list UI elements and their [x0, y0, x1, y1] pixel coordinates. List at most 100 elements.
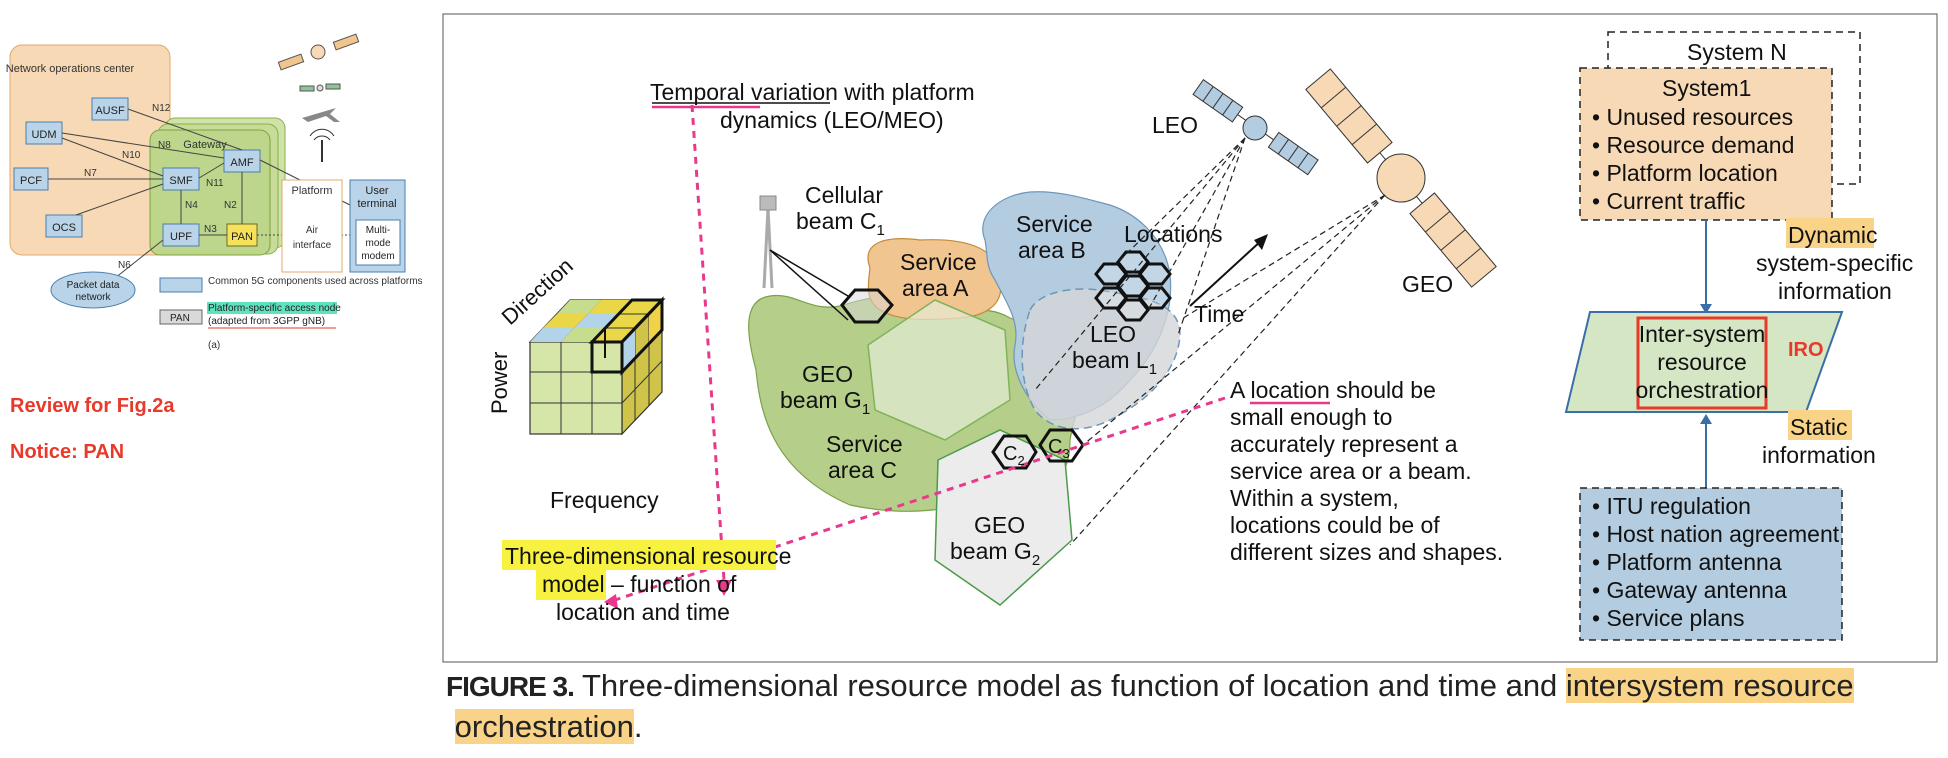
beam-dashed-lines	[1034, 137, 1386, 546]
geo-beam-g2-hexagon	[934, 429, 1073, 606]
c3-label: C3	[1048, 436, 1070, 461]
svg-text:modem: modem	[361, 251, 394, 262]
fig2a-satellite-small-icon	[299, 83, 341, 92]
svg-text:UPF: UPF	[170, 231, 192, 243]
location-note-line-7: different sizes and shapes.	[1230, 539, 1503, 565]
noc-title: Network operations center	[6, 63, 135, 75]
svg-text:mode: mode	[365, 238, 390, 249]
noc-box	[9, 44, 171, 256]
fig2a-plane-icon	[302, 108, 340, 122]
time-arrow	[1189, 239, 1263, 307]
iro-inner-box	[1636, 316, 1768, 410]
gateway-label: Gateway	[183, 139, 227, 151]
system1-box	[1579, 67, 1833, 221]
c2-label: C2	[1003, 443, 1025, 468]
static-item-5: • Service plans	[1592, 605, 1745, 631]
service-area-c-line1: Service	[826, 431, 903, 457]
svg-text:AMF: AMF	[230, 157, 254, 169]
svg-text:PAN: PAN	[170, 313, 190, 324]
service-area-a-line2: area A	[902, 275, 969, 301]
svg-text:Packet data: Packet data	[67, 280, 120, 291]
svg-text:Multi-: Multi-	[366, 225, 390, 236]
dynamic-line2: system-specific	[1756, 250, 1913, 276]
caption-highlight-2: orchestration	[454, 709, 634, 744]
location-note-line-2: small enough to	[1230, 404, 1392, 430]
location-note-line-3: accurately represent a	[1230, 431, 1458, 457]
iro-label: IRO	[1788, 339, 1824, 361]
static-item-2: • Host nation agreement	[1592, 521, 1840, 547]
temporal-variation-line2: dynamics (LEO/MEO)	[720, 107, 944, 133]
static-info-box	[1579, 487, 1843, 641]
static-item-4: • Gateway antenna	[1592, 577, 1787, 603]
legend-pan-swatch	[159, 309, 203, 325]
cube-power-label: Power	[487, 352, 512, 414]
svg-text:network: network	[75, 292, 111, 303]
dynamic-label: Dynamic	[1788, 222, 1877, 248]
svg-text:Air: Air	[306, 225, 319, 236]
time-label: Time	[1194, 301, 1244, 327]
leo-satellite-icon	[1192, 78, 1319, 176]
svg-text:OCS: OCS	[52, 222, 76, 234]
svg-text:User: User	[365, 185, 389, 197]
fig2a-panel: Network operations center Gateway AUSF U…	[6, 33, 423, 351]
geo-beam-g1-line1: GEO	[802, 361, 853, 387]
leo-label: LEO	[1152, 112, 1198, 138]
geo-beam-g1-line2: beam G1	[780, 387, 870, 418]
iro-box-line2: resource	[1657, 349, 1746, 375]
leo-beam-l1-line2: beam L1	[1072, 347, 1157, 378]
svg-text:N3: N3	[204, 224, 217, 235]
service-area-b-line1: Service	[1016, 211, 1093, 237]
svg-text:N6: N6	[118, 260, 131, 271]
ocs-node	[45, 214, 83, 238]
three-dim-line3: location and time	[556, 599, 730, 625]
static-item-1: • ITU regulation	[1592, 493, 1751, 519]
service-area-c-line2: area C	[828, 457, 897, 483]
svg-text:N8: N8	[158, 140, 171, 151]
caption-end: .	[633, 709, 643, 744]
geo-label: GEO	[1402, 271, 1453, 297]
svg-text:(a): (a)	[208, 340, 220, 351]
cell-tower-icon	[759, 195, 777, 289]
geo-beam-g2-line1: GEO	[974, 512, 1025, 538]
geo-satellite-icon	[1305, 68, 1497, 288]
figure-caption: FIGURE 3. Three-dimensional resource mod…	[446, 666, 1866, 747]
svg-text:AUSF: AUSF	[95, 105, 125, 117]
svg-text:N7: N7	[84, 168, 97, 179]
iro-box-line3: orchestration	[1636, 377, 1769, 403]
temporal-variation-line1: Temporal variation with platform	[650, 79, 975, 105]
iro-box-line1: Inter-system	[1639, 321, 1766, 347]
legend-common-swatch	[159, 277, 203, 293]
location-note-line-1: A location should be	[1230, 377, 1436, 403]
svg-text:Platform: Platform	[292, 185, 333, 197]
svg-text:N12: N12	[152, 103, 171, 114]
service-area-b-line2: area B	[1018, 237, 1086, 263]
svg-text:PCF: PCF	[20, 175, 42, 187]
static-item-3: • Platform antenna	[1592, 549, 1782, 575]
svg-text:N2: N2	[224, 200, 237, 211]
multimode-modem-box	[355, 219, 401, 266]
system1-item-1: • Unused resources	[1592, 104, 1793, 130]
caption-highlight-1: intersystem resource	[1565, 668, 1854, 703]
svg-text:UDM: UDM	[31, 129, 56, 141]
static-label: Static	[1790, 414, 1848, 440]
system-n-label: System N	[1687, 39, 1787, 65]
svg-text:N10: N10	[122, 150, 141, 161]
location-note: A location should be small enough to acc…	[1230, 377, 1503, 565]
system1-item-3: • Platform location	[1592, 160, 1778, 186]
platform-box	[281, 179, 343, 273]
leo-beam-l1-line1: LEO	[1090, 321, 1136, 347]
leo-beam-l1-shape	[1021, 288, 1181, 430]
review-line-2: Notice: PAN	[10, 441, 125, 463]
location-note-line-6: locations could be of	[1230, 512, 1440, 538]
static-line2: information	[1762, 442, 1876, 468]
cellular-beam-c2-hexagon	[991, 434, 1038, 470]
right-panel: System N System1 • Unused resources • Re…	[1564, 31, 1913, 641]
cellular-beam-line2: beam C1	[796, 208, 885, 239]
svg-text:PAN: PAN	[231, 231, 253, 243]
geo-beam-g2-line2: beam G2	[950, 538, 1040, 569]
main-figure-frame	[442, 13, 1938, 663]
svg-text:Platform-specific access node: Platform-specific access node	[208, 303, 341, 314]
figure-label: FIGURE 3.	[446, 671, 575, 702]
location-note-line-4: service area or a beam.	[1230, 458, 1472, 484]
